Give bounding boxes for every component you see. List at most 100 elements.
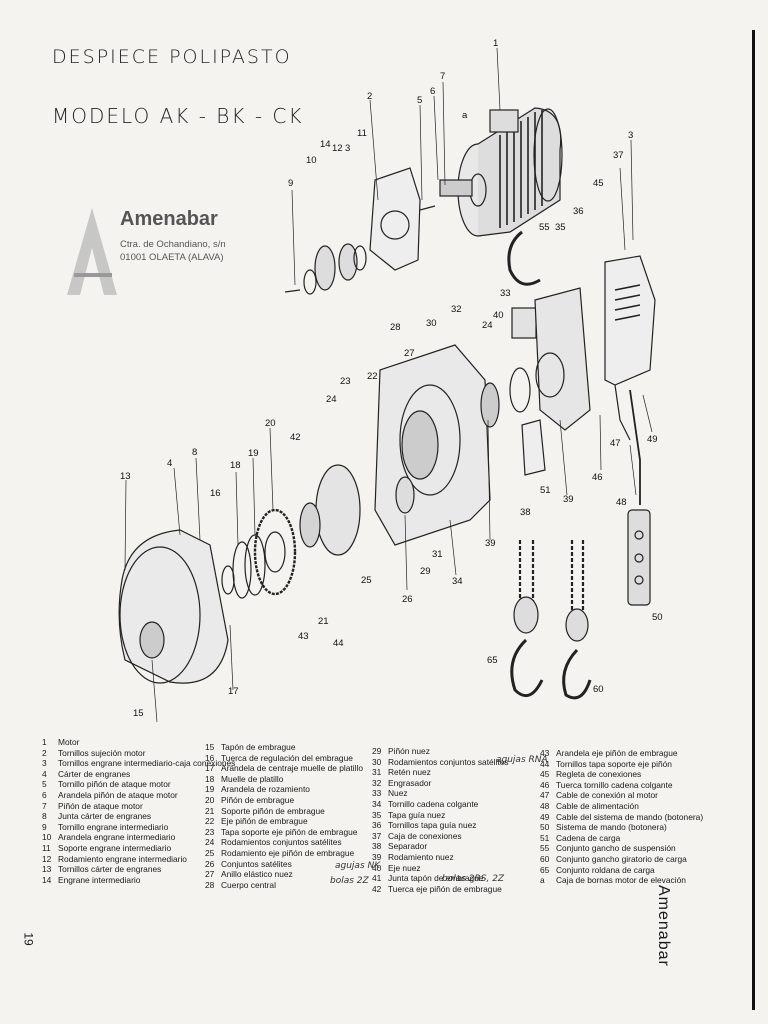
- note-25: bolas 2Z: [330, 876, 369, 886]
- legend-number: 9: [42, 821, 47, 832]
- legend-text: Tornillos engrane intermediario-caja con…: [58, 758, 236, 769]
- legend-number: 18: [205, 773, 215, 784]
- note-30: agujas RNA: [496, 755, 548, 765]
- callout-label: 47: [610, 438, 621, 449]
- callout-label: 51: [540, 485, 551, 496]
- callout-label: 8: [192, 447, 197, 458]
- legend-number: 41: [372, 873, 382, 884]
- callout-label: 19: [248, 448, 259, 459]
- callout-label: 40: [493, 310, 504, 321]
- legend-text: Engrasador: [388, 777, 432, 788]
- callout-label: 15: [133, 708, 144, 719]
- callout-label: 2: [367, 91, 372, 102]
- legend-item: 38 Separador: [372, 841, 509, 852]
- exploded-diagram: 1 7 6 a 2 5 11 3 12 14 10 9 37 3 45 36 5…: [118, 38, 663, 723]
- callout-label: 14: [320, 139, 331, 150]
- callout-label: a: [462, 110, 468, 121]
- legend-number: 31: [372, 767, 382, 778]
- legend-number: 24: [205, 837, 215, 848]
- legend-number: 50: [540, 822, 550, 833]
- legend-item: 6 Arandela piñón de ataque motor: [42, 790, 235, 801]
- legend-text: Muelle de platillo: [221, 773, 284, 784]
- legend-text: Separador: [388, 841, 428, 852]
- callout-label: 27: [404, 348, 415, 359]
- legend-number: 30: [372, 756, 382, 767]
- legend-number: 4: [42, 768, 47, 779]
- legend-item: 27 Anillo elástico nuez: [205, 869, 363, 880]
- callout-label: 25: [361, 575, 372, 586]
- legend-text: Conjunto roldana de carga: [556, 864, 655, 875]
- legend-item: 18 Muelle de platillo: [205, 774, 363, 785]
- legend-text: Tornillo engrane intermediario: [58, 821, 169, 832]
- callout-label: 43: [298, 631, 309, 642]
- callout-label: 50: [652, 612, 663, 623]
- callout-label: 38: [520, 507, 531, 518]
- legend-number: 42: [372, 883, 382, 894]
- legend-number: 25: [205, 847, 215, 858]
- legend-text: Tornillos tapa soporte eje piñón: [556, 758, 672, 769]
- legend-number: 6: [42, 789, 47, 800]
- callout-label: 20: [265, 418, 276, 429]
- note-24: agujas NK: [335, 861, 381, 871]
- brand-address-1: Ctra. de Ochandiano, s/n: [120, 239, 226, 250]
- note-39: bolas 2RS, 2Z: [442, 874, 505, 884]
- legend-text: Rodamiento nuez: [388, 851, 454, 862]
- legend-number: 11: [42, 842, 51, 853]
- callout-label: 45: [593, 178, 604, 189]
- legend-text: Conjuntos satélites: [221, 858, 292, 869]
- callout-label: 5: [417, 95, 422, 106]
- legend-number: 12: [42, 853, 52, 864]
- legend-text: Engrane intermediario: [58, 874, 141, 885]
- legend-text: Soporte piñón de embrague: [221, 805, 325, 816]
- legend-text: Rodamiento engrane intermediario: [58, 853, 187, 864]
- legend-number: 19: [205, 784, 215, 795]
- legend-number: 44: [540, 758, 550, 769]
- legend-number: 15: [205, 742, 215, 752]
- legend-number: 22: [205, 816, 215, 827]
- callout-label: 9: [288, 178, 293, 189]
- legend-number: 17: [205, 763, 215, 774]
- legend-text: Piñón nuez: [388, 746, 430, 756]
- callout-label: 46: [592, 472, 603, 483]
- legend-text: Tuerca eje piñón de embrague: [388, 883, 502, 894]
- legend-number: 32: [372, 777, 382, 788]
- legend-text: Anillo elástico nuez: [221, 869, 293, 880]
- legend-text: Arandela piñón de ataque motor: [58, 789, 178, 800]
- legend-number: 60: [540, 853, 550, 864]
- legend-number: 38: [372, 841, 382, 852]
- legend-number: 36: [372, 820, 382, 831]
- callout-label: 3: [345, 143, 350, 154]
- legend-number: 33: [372, 788, 382, 799]
- legend-number: 37: [372, 830, 382, 841]
- legend-text: Eje piñón de embrague: [221, 816, 308, 827]
- legend-text: Tornillos tapa guía nuez: [388, 820, 477, 831]
- legend-text: Cadena de carga: [556, 832, 621, 843]
- legend-number: 27: [205, 869, 215, 880]
- callout-label: 10: [306, 155, 317, 166]
- callout-label: 22: [367, 371, 378, 382]
- legend-text: Tornillo cadena colgante: [388, 798, 479, 809]
- legend-text: Conjunto gancho giratorio de carga: [556, 853, 687, 864]
- callout-label: 26: [402, 594, 413, 605]
- title-line-1: DESPIECE POLIPASTO: [52, 46, 292, 68]
- legend-text: Tornillos cárter de engranes: [58, 864, 162, 875]
